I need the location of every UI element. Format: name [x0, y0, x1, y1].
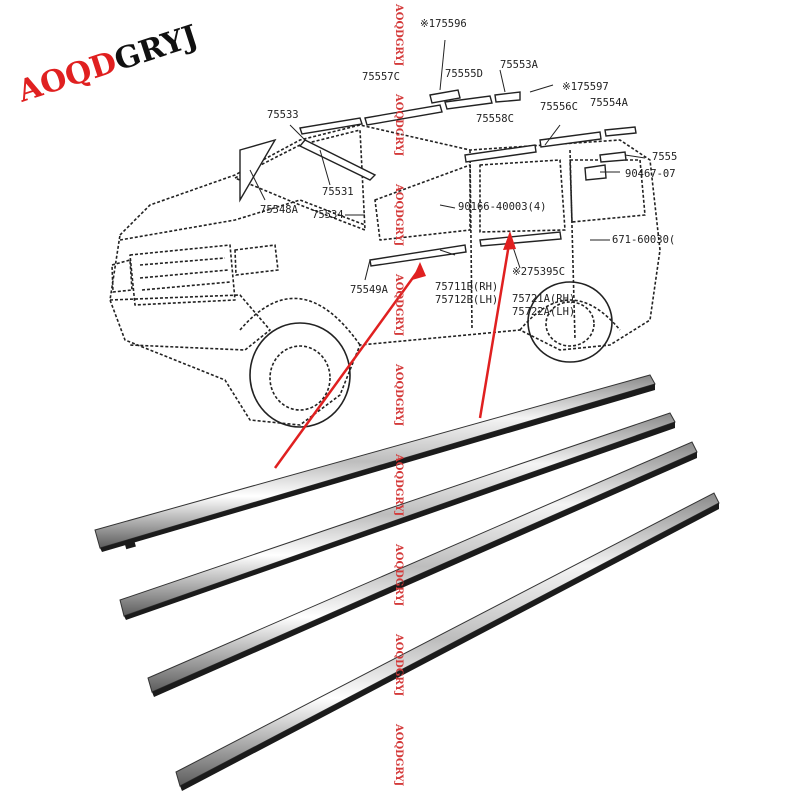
brand-logo: AOQDGRYJ	[13, 19, 202, 110]
vertical-watermark: AOQDGRYJ AOQDGRYJ AOQDGRYJ AOQDGRYJ AOQD…	[393, 3, 404, 787]
brand-text: AOQDGRYJ	[13, 19, 202, 110]
weatherstrip-3	[147, 441, 698, 697]
part-labels: ※175596 75557C 75555D 75553A ※175597 755…	[260, 18, 677, 318]
weatherstrip-2	[119, 412, 676, 620]
weatherstrip-set	[94, 374, 720, 791]
front-wheel	[249, 322, 351, 428]
label-75553a: 75553A	[500, 59, 539, 71]
label-75721a: 75721A(RH)	[512, 293, 575, 305]
label-90166: 90166-40003(4)	[458, 201, 547, 213]
label-75711b: 75711B(RH)	[435, 281, 498, 293]
label-75554a: 75554A	[590, 97, 629, 109]
watermark-3: AOQDGRYJ	[393, 183, 404, 247]
label-75549a: 75549A	[350, 284, 389, 296]
watermark-6: AOQDGRYJ	[393, 453, 404, 517]
label-75558c: 75558C	[476, 113, 514, 125]
label-75531: 75531	[322, 186, 354, 198]
weatherstrip-4	[175, 492, 720, 791]
watermark-9: AOQDGRYJ	[393, 723, 404, 787]
label-75555d: 75555D	[445, 68, 483, 80]
watermark-4: AOQDGRYJ	[393, 273, 404, 337]
leader-lines	[249, 39, 646, 281]
label-75722a: 75722A(LH)	[512, 306, 575, 318]
label-671: 671-60030(	[612, 234, 675, 246]
car-line-drawing	[109, 124, 661, 426]
label-75556c: 75556C	[540, 101, 578, 113]
label-7555: 7555	[652, 151, 677, 163]
label-75534: 75534	[312, 209, 344, 221]
watermark-1: AOQDGRYJ	[393, 3, 404, 67]
brand-black-part: GRYJ	[110, 19, 202, 79]
label-75548a: 75548A	[260, 204, 299, 216]
rear-wheel	[527, 281, 613, 363]
weatherstrip-1	[94, 374, 656, 552]
brand-red-part: AOQD	[13, 45, 121, 110]
watermark-5: AOQDGRYJ	[393, 363, 404, 427]
red-pointers	[273, 231, 516, 469]
watermark-2: AOQDGRYJ	[393, 93, 404, 157]
label-275395c: ※275395C	[512, 266, 565, 278]
moulding-parts-on-car	[239, 89, 637, 267]
watermark-7: AOQDGRYJ	[393, 543, 404, 607]
label-175596: ※175596	[420, 18, 467, 30]
label-175597: ※175597	[562, 81, 609, 93]
label-75557c: 75557C	[362, 71, 400, 83]
label-75712b: 75712B(LH)	[435, 294, 498, 306]
label-90467: 90467-07	[625, 168, 676, 180]
label-75533: 75533	[267, 109, 299, 121]
watermark-8: AOQDGRYJ	[393, 633, 404, 697]
